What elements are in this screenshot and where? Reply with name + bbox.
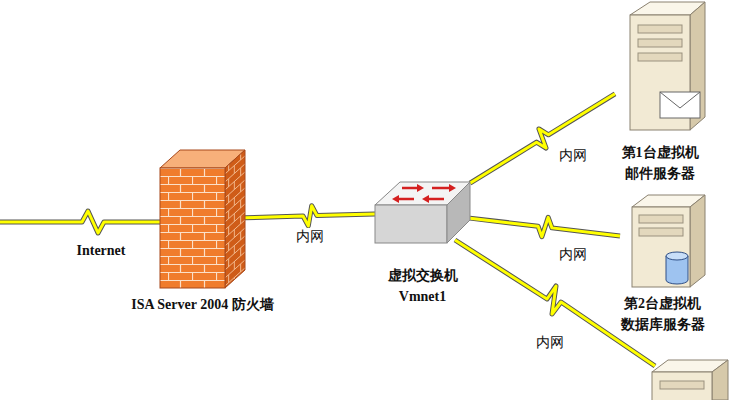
- link-bolt: [245, 206, 375, 226]
- switch-icon: [375, 182, 470, 243]
- device-caption: 第2台虚拟机 数据库服务器: [603, 293, 723, 335]
- network-device: 第1台虚拟机 邮件服务器: [615, 2, 705, 130]
- link-outline: [470, 217, 620, 236]
- network-link: [470, 217, 620, 236]
- link-bolt: [470, 94, 615, 183]
- server-icon: [652, 360, 728, 400]
- mail-server-icon: [630, 2, 705, 130]
- device-caption: 虚拟交换机 Vmnet1: [368, 265, 478, 307]
- network-device: ISA Server 2004 防火墙: [160, 150, 245, 288]
- device-caption: 第1台虚拟机 邮件服务器: [600, 142, 720, 184]
- network-name: Internet: [75, 243, 128, 259]
- link-label: 内网: [294, 228, 326, 246]
- link-outline: [245, 206, 375, 226]
- network-link: [470, 94, 615, 183]
- link-label: 内网: [557, 147, 589, 165]
- network-device: 第2台虚拟机 数据库服务器: [620, 195, 705, 287]
- link-bolt: [470, 217, 620, 236]
- firewall-icon: [160, 150, 245, 288]
- network-device: 虚拟交换机 Vmnet1: [375, 180, 470, 245]
- device-caption: ISA Server 2004 防火墙: [128, 294, 278, 315]
- link-outline: [470, 94, 615, 183]
- internet-link: [0, 211, 160, 233]
- link-label: 内网: [557, 246, 589, 264]
- network-link: [245, 206, 375, 226]
- link-label: 内网: [534, 334, 566, 352]
- database-server-icon: [632, 195, 705, 287]
